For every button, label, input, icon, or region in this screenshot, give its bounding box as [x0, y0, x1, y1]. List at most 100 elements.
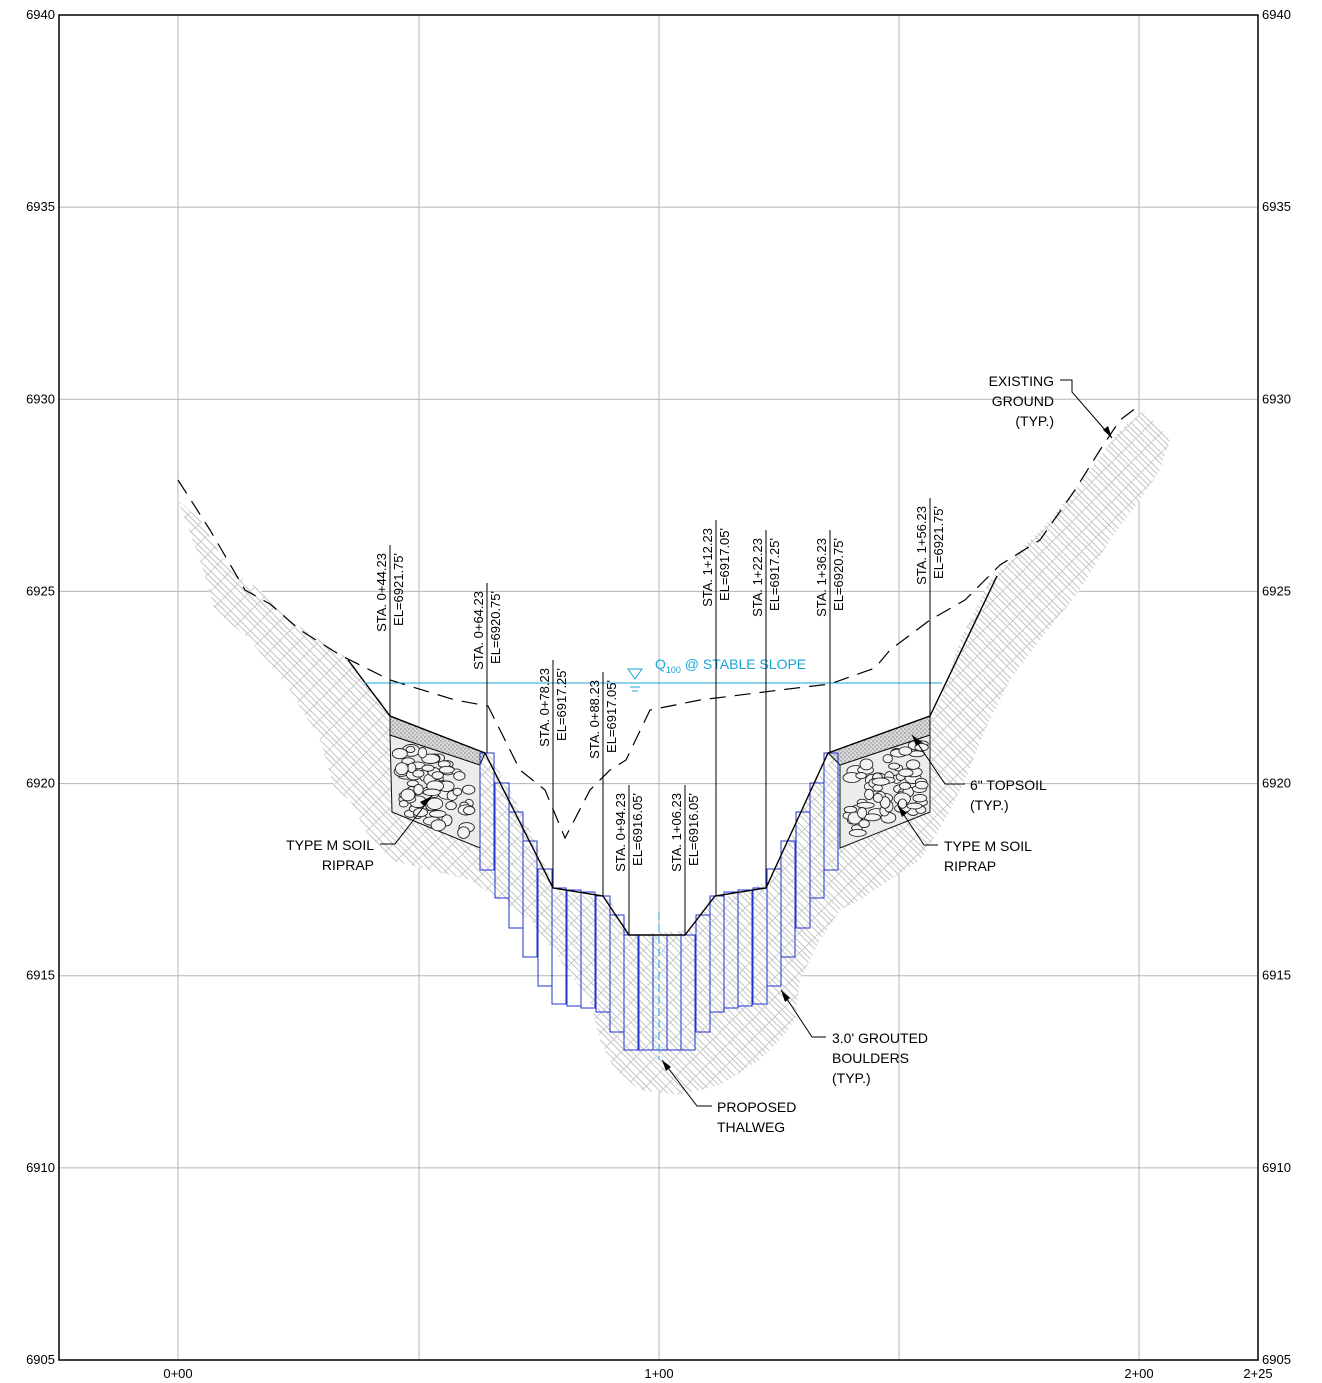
plot-frame [58, 14, 1259, 1361]
elevation-text: EL=6916.05' [686, 793, 701, 866]
y-tick-label-right: 6920 [1262, 776, 1291, 791]
y-tick-label-left: 6905 [26, 1352, 55, 1367]
elevation-text: EL=6917.25' [767, 538, 782, 611]
riprap-left-stones [391, 744, 476, 839]
grid [59, 14, 1258, 1361]
y-tick-label-left: 6910 [26, 1160, 55, 1175]
station-text: STA. 1+12.23 [700, 528, 715, 607]
station-text: STA. 0+94.23 [613, 793, 628, 872]
y-tick-label-right: 6925 [1262, 583, 1291, 598]
existing-ground-line [177, 404, 1141, 840]
existing-ground-line-2: GROUND [992, 393, 1054, 409]
y-tick-label-right: 6905 [1262, 1352, 1291, 1367]
x-tick-label: 0+00 [163, 1366, 192, 1381]
elevation-text: EL=6917.05' [604, 680, 619, 753]
riprap-stone [413, 807, 429, 818]
riprap-stone [430, 819, 446, 832]
callout-grouted-boulders: 3.0' GROUTED BOULDERS (TYP.) [832, 1030, 928, 1086]
y-tick-label-left: 6920 [26, 776, 55, 791]
riprap-stone [426, 797, 444, 810]
riprap-stone [421, 764, 435, 772]
existing-ground-line-1: EXISTING [989, 373, 1054, 389]
riprap-stone [462, 784, 476, 795]
topsoil-line-1: 6" TOPSOIL [970, 777, 1047, 793]
riprap-stone [463, 805, 476, 815]
elevation-text: EL=6920.75' [488, 591, 503, 664]
riprap-stone [912, 793, 928, 803]
riprap-stone [872, 792, 883, 803]
station-text: STA. 0+44.23 [374, 553, 389, 632]
thalweg-line-1: PROPOSED [717, 1099, 796, 1115]
elevation-text: EL=6921.75' [391, 553, 406, 626]
riprap-stone [898, 782, 912, 790]
grouted-boulder [823, 752, 839, 871]
y-tick-label-left: 6915 [26, 968, 55, 983]
callout-riprap-left: TYPE M SOIL RIPRAP [286, 837, 374, 873]
riprap-left-line-1: TYPE M SOIL [286, 837, 374, 853]
riprap-stone [405, 745, 416, 753]
riprap-right-line-1: TYPE M SOIL [944, 838, 1032, 854]
grouted-boulder [737, 889, 753, 1007]
station-text: STA. 1+22.23 [750, 538, 765, 617]
grouted-boulders-line-3: (TYP.) [832, 1070, 871, 1086]
riprap-stone [905, 759, 921, 770]
riprap-stone [858, 819, 870, 829]
riprap-stone [914, 743, 929, 752]
y-tick-label-right: 6915 [1262, 968, 1291, 983]
station-text: STA. 0+78.23 [537, 668, 552, 747]
thalweg-line-2: THALWEG [717, 1119, 785, 1135]
riprap-stone [413, 783, 424, 796]
riprap-stone [429, 810, 447, 818]
riprap-stone [915, 780, 929, 790]
riprap-stone [431, 771, 444, 780]
proposed-grade-line [347, 575, 998, 936]
callout-existing-ground: EXISTING GROUND (TYP.) [989, 373, 1054, 429]
elevation-text: EL=6917.25' [554, 668, 569, 741]
elevation-text: EL=6921.75' [931, 506, 946, 579]
riprap-stone [398, 800, 409, 808]
riprap-stone [417, 747, 428, 759]
callout-leaders [380, 379, 1113, 1107]
elevation-text: EL=6917.05' [717, 528, 732, 601]
x-tick-label: 2+00 [1124, 1366, 1153, 1381]
riprap-stone [395, 762, 409, 776]
station-text: STA. 0+88.23 [587, 680, 602, 759]
grouted-boulders-line-2: BOULDERS [832, 1050, 909, 1066]
riprap-stone [421, 753, 440, 764]
riprap-stone [457, 826, 470, 839]
y-tick-label-right: 6910 [1262, 1160, 1291, 1175]
riprap-stone [412, 769, 425, 778]
riprap-stone [445, 801, 457, 811]
riprap-stone [422, 788, 441, 797]
riprap-stone [871, 777, 890, 786]
x-tick-label: 2+25 [1243, 1366, 1272, 1381]
grouted-boulder [551, 887, 567, 1005]
topsoil-line-2: (TYP.) [970, 797, 1009, 813]
grouted-boulder [680, 934, 696, 1051]
riprap-stone [843, 805, 858, 814]
y-tick-label-right: 6940 [1262, 7, 1291, 22]
grouted-boulders-line-1: 3.0' GROUTED [832, 1030, 928, 1046]
y-tick-label-left: 6925 [26, 583, 55, 598]
callout-topsoil: 6" TOPSOIL (TYP.) [970, 777, 1047, 813]
callout-riprap-right: TYPE M SOIL RIPRAP [944, 838, 1032, 874]
riprap-stone [848, 828, 867, 837]
y-tick-label-right: 6935 [1262, 199, 1291, 214]
y-tick-label-left: 6935 [26, 199, 55, 214]
elevation-text: EL=6916.05' [630, 793, 645, 866]
